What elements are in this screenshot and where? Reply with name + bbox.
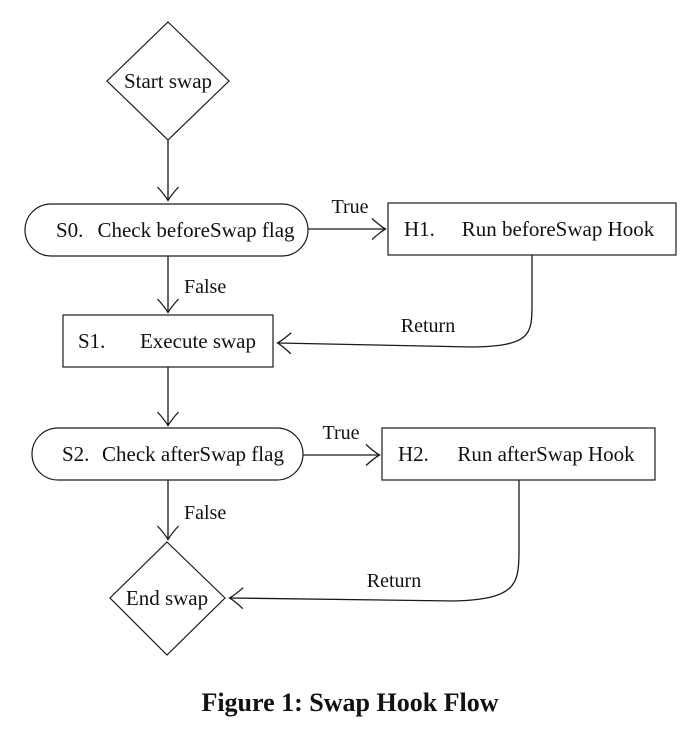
node-start: Start swap: [106, 21, 230, 141]
edge-label-true-2: True: [322, 422, 359, 444]
node-s0: S0. Check beforeSwap flag: [24, 203, 309, 257]
start-diamond-shape: [106, 21, 230, 141]
start-node-label: Start swap: [124, 69, 212, 93]
edge-label-true-1: True: [331, 196, 368, 218]
h2-rect-shape: [381, 427, 656, 481]
edge-label-false-1: False: [184, 276, 226, 298]
edge-label-return-1: Return: [401, 315, 455, 337]
h2-node-label: Run afterSwap Hook: [457, 442, 635, 466]
edge-h1-return-to-s1: [276, 255, 533, 355]
h1-rect-shape: [387, 202, 677, 256]
edge-label-return-2: Return: [367, 570, 421, 592]
node-end: End swap: [109, 541, 226, 656]
s2-node-label: Check afterSwap flag: [102, 442, 284, 466]
s1-node-prefix: S1.: [78, 329, 105, 353]
node-h1: H1. Run beforeSwap Hook: [387, 202, 677, 256]
edge-h2-return-to-end: [228, 480, 520, 610]
s1-node-label: Execute swap: [140, 329, 256, 353]
node-h2: H2. Run afterSwap Hook: [381, 427, 656, 481]
edges: [157, 140, 533, 610]
s0-node-label: Check beforeSwap flag: [97, 218, 295, 242]
end-node-label: End swap: [126, 586, 208, 610]
end-diamond-shape: [109, 541, 226, 656]
node-s1: S1. Execute swap: [62, 314, 274, 368]
swap-hook-flowchart: True False Return True False Return Star…: [24, 21, 677, 656]
node-s2: S2. Check afterSwap flag: [31, 427, 304, 481]
s0-node-prefix: S0.: [56, 218, 83, 242]
h1-node-label: Run beforeSwap Hook: [462, 217, 655, 241]
edge-label-false-2: False: [184, 502, 226, 524]
h2-node-prefix: H2.: [398, 442, 429, 466]
figure-caption: Figure 1: Swap Hook Flow: [201, 688, 499, 717]
edge-labels: True False Return True False Return: [184, 196, 455, 592]
s2-node-prefix: S2.: [62, 442, 89, 466]
s2-stadium-shape: [31, 427, 304, 481]
h1-node-prefix: H1.: [404, 217, 435, 241]
s0-stadium-shape: [24, 203, 309, 257]
s1-rect-shape: [62, 314, 274, 368]
